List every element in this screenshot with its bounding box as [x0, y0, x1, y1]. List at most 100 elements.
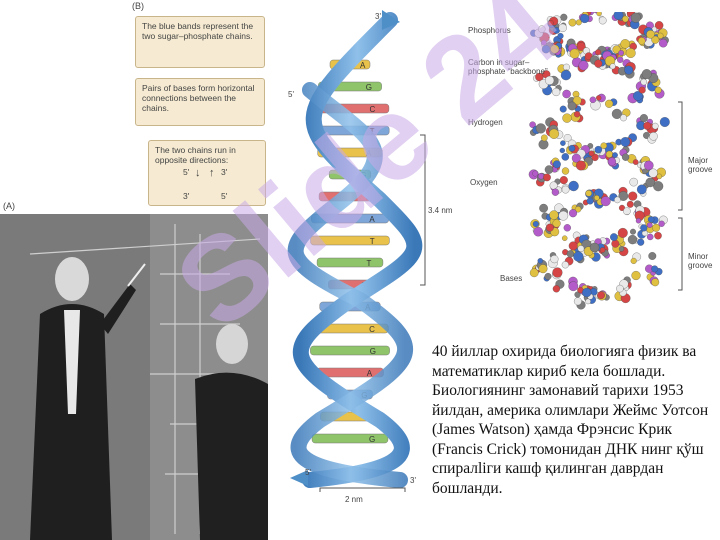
- atom-sphere: [550, 44, 560, 54]
- pitch-label: 3.4 nm: [428, 206, 453, 215]
- atom-label-oxygen: Oxygen: [470, 178, 498, 187]
- direction-left-bottom: 3': [183, 191, 190, 201]
- direction-right-bottom: 5': [221, 191, 228, 201]
- atom-sphere: [618, 246, 625, 252]
- helix-end-top-left: 5': [288, 90, 294, 99]
- base-letter: A: [360, 61, 366, 70]
- atom-sphere: [547, 20, 554, 26]
- atom-sphere: [552, 160, 561, 169]
- arrow-down-icon: ↓: [195, 167, 201, 179]
- atom-sphere: [618, 191, 629, 201]
- atom-sphere: [532, 170, 539, 177]
- width-label: 2 nm: [345, 495, 363, 504]
- atom-sphere: [614, 196, 621, 204]
- atom-sphere: [654, 231, 662, 240]
- groove-label-major: Major groove: [688, 156, 713, 174]
- atom-sphere: [654, 86, 662, 94]
- atom-sphere: [558, 210, 569, 221]
- atom-sphere: [561, 261, 569, 269]
- atom-sphere: [607, 157, 617, 166]
- atom-sphere: [580, 13, 590, 24]
- atom-sphere: [620, 114, 627, 122]
- atom-sphere: [658, 38, 668, 48]
- atom-sphere: [573, 251, 584, 262]
- atom-sphere: [641, 69, 652, 80]
- watson-crick-photo: [0, 214, 268, 540]
- atom-sphere: [537, 258, 544, 264]
- atom-sphere: [646, 30, 655, 39]
- atom-sphere: [629, 177, 638, 187]
- callout-blue-bands: The blue bands represent the two sugar–p…: [135, 16, 265, 68]
- atom-sphere: [586, 197, 594, 205]
- atom-sphere: [622, 15, 629, 23]
- atom-sphere: [611, 239, 620, 248]
- groove-label-minor: Minor groove: [688, 252, 713, 270]
- atom-sphere: [617, 56, 624, 63]
- atom-sphere: [560, 69, 572, 81]
- atom-sphere: [585, 298, 591, 305]
- atom-sphere: [605, 150, 613, 158]
- atom-sphere: [632, 159, 639, 165]
- atom-label-phosphorus: Phosphorus: [468, 26, 511, 35]
- atom-sphere: [597, 291, 605, 300]
- atom-sphere: [611, 108, 622, 119]
- groove-brackets: [678, 101, 683, 291]
- atom-sphere: [578, 60, 589, 71]
- atom-sphere: [539, 203, 548, 213]
- atom-sphere: [651, 35, 660, 44]
- atom-sphere: [640, 78, 648, 86]
- atom-sphere: [538, 264, 548, 274]
- atom-sphere: [659, 117, 670, 127]
- atom-sphere: [566, 250, 575, 258]
- atom-sphere: [598, 16, 607, 25]
- atom-sphere: [653, 181, 664, 192]
- atom-sphere: [612, 45, 621, 54]
- atom-label-carbon: Carbon in sugar–phosphate “backbone”: [468, 58, 548, 76]
- atom-sphere: [568, 144, 576, 152]
- helix-end-bottom-left: 5': [305, 468, 311, 477]
- atom-sphere: [624, 65, 634, 75]
- space-filling-model: [528, 12, 670, 310]
- base-letter: C: [369, 325, 375, 334]
- atom-sphere: [563, 63, 570, 71]
- atom-sphere: [561, 167, 570, 175]
- atom-sphere: [574, 206, 582, 213]
- atom-sphere: [647, 216, 655, 223]
- atom-sphere: [544, 272, 552, 280]
- atom-sphere: [558, 23, 567, 33]
- callout-base-pairs: Pairs of bases form horizontal connectio…: [135, 78, 265, 126]
- atom-sphere: [605, 99, 614, 108]
- atom-sphere: [533, 226, 543, 237]
- atom-sphere: [651, 265, 659, 273]
- panel-a-label: (A): [3, 201, 15, 211]
- atom-sphere: [568, 209, 578, 218]
- atom-sphere: [652, 223, 661, 232]
- atom-sphere: [549, 210, 559, 220]
- atom-sphere: [561, 153, 570, 161]
- atom-sphere: [645, 177, 656, 188]
- photo-illustration: [0, 214, 268, 540]
- atom-sphere: [609, 63, 616, 70]
- atom-sphere: [630, 257, 637, 264]
- atom-sphere: [616, 284, 624, 293]
- atom-sphere: [600, 142, 608, 149]
- atom-sphere: [652, 122, 659, 130]
- atom-sphere: [576, 42, 586, 51]
- base-letter: G: [370, 347, 376, 356]
- atom-sphere: [594, 59, 603, 68]
- atom-sphere: [538, 25, 546, 33]
- atom-sphere: [567, 101, 577, 111]
- atom-sphere: [575, 19, 582, 26]
- atom-sphere: [633, 91, 643, 101]
- atom-sphere: [637, 238, 645, 246]
- atom-sphere: [540, 134, 548, 142]
- atom-label-bases: Bases: [500, 274, 523, 283]
- helix-end-bottom-right: 3': [410, 476, 416, 485]
- base-letter: G: [366, 83, 372, 92]
- atom-sphere: [550, 255, 559, 264]
- atom-sphere: [625, 48, 636, 58]
- atom-sphere: [557, 32, 564, 40]
- atom-sphere: [544, 165, 554, 174]
- callout-opposite-directions: The two chains run in opposite direction…: [148, 140, 266, 206]
- atom-sphere: [621, 153, 630, 161]
